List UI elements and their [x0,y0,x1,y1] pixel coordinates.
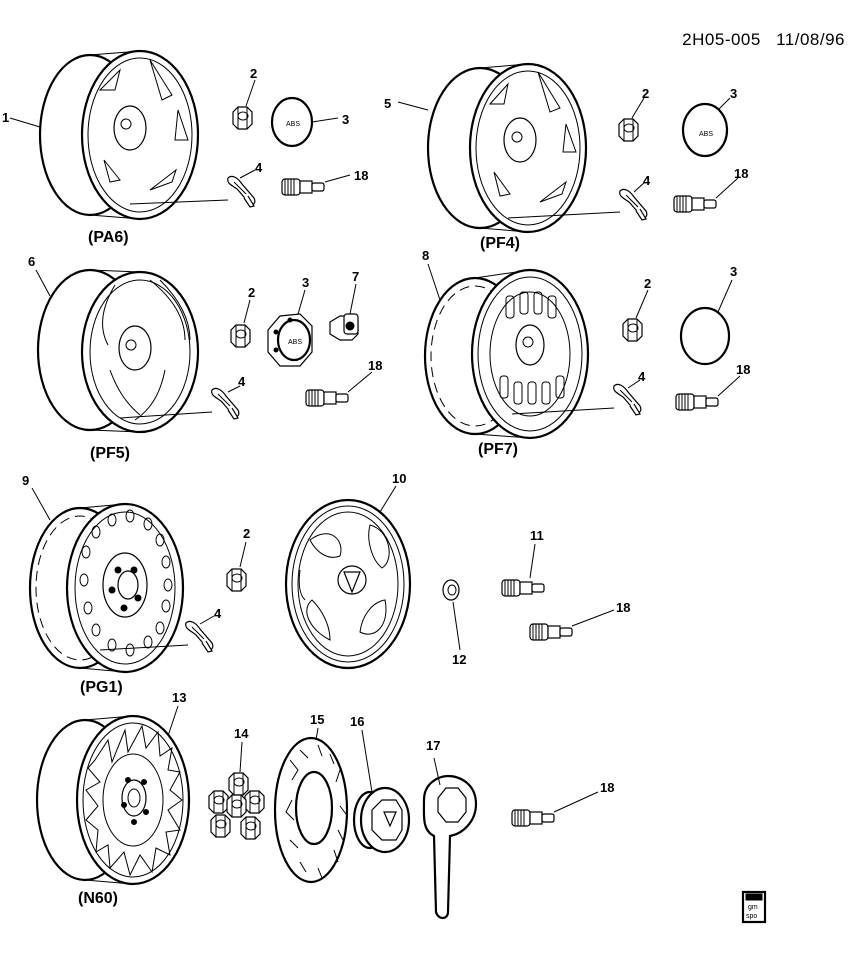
lug-nut [230,324,251,348]
callout-18: 18 [616,600,630,615]
cap-label: ABS [286,121,300,128]
callout-2: 2 [644,276,651,291]
caption-pf7: (PF7) [478,441,518,458]
callout-18: 18 [368,358,382,373]
callout-15: 15 [310,712,324,727]
wheel-lock [329,313,359,341]
caption-pa6: (PA6) [88,229,129,246]
callout-4: 4 [214,606,222,621]
callout-3: 3 [342,112,349,127]
callout-17: 17 [426,738,440,753]
callout-4: 4 [238,374,246,389]
callout-18: 18 [736,362,750,377]
callout-2: 2 [248,285,255,300]
callout-4: 4 [255,160,263,175]
callout-3: 3 [730,264,737,279]
svg-text:gm: gm [748,904,758,911]
wheel-cover [284,498,412,670]
callout-11: 11 [530,528,544,543]
diagram-code: 2H05-005 [682,30,761,49]
balance-weight [227,175,256,208]
cap-label: ABS [288,339,302,346]
caption-pf5: (PF5) [90,445,130,462]
gm-spo-logo: gm spo [741,890,767,924]
trim-ring [273,736,349,884]
callout-16: 16 [350,714,364,729]
center-cap: ABS [270,96,314,148]
balance-weight [613,383,642,416]
balance-weight [619,188,648,221]
callout-12: 12 [452,652,466,667]
callout-3: 3 [730,86,737,101]
lug-nut [226,568,247,592]
cover-nut [442,579,460,601]
diagram-date: 11/08/96 [776,30,845,49]
callout-4: 4 [638,369,646,384]
center-cap: ABS [681,102,729,158]
callout-18: 18 [354,168,368,183]
wheel-pf7 [423,268,590,440]
callout-1: 1 [2,110,9,125]
callout-18: 18 [600,780,614,795]
caption-pg1: (PG1) [80,679,123,696]
wheel-n60 [35,714,191,886]
callout-2: 2 [243,526,250,541]
callout-2: 2 [250,66,257,81]
callout-8: 8 [422,248,429,263]
caption-n60: (N60) [78,890,118,907]
wheel-pf4 [426,62,588,234]
balance-weight [211,387,240,420]
balance-weight [185,620,214,653]
valve-stem [281,178,325,196]
callout-3: 3 [302,275,309,290]
callout-4: 4 [643,173,651,188]
wheel-pf5 [36,268,200,434]
caption-pf4: (PF4) [480,235,520,252]
svg-text:spo: spo [746,913,757,920]
callout-6: 6 [28,254,35,269]
lug-nut [232,106,253,130]
lug-wrench [422,774,478,920]
diagram-header: 2H05-005 11/08/96 [672,30,845,50]
cap-label: ABS [699,131,713,138]
lug-nut-set [208,772,265,840]
lug-nut [618,118,639,142]
valve-stem [675,393,719,411]
wheel-pa6 [38,49,200,221]
valve-stem [673,195,717,213]
callout-5: 5 [384,96,391,111]
callout-9: 9 [22,473,29,488]
wheel-pg1 [28,502,185,674]
callout-18: 18 [734,166,748,181]
lug-nut [622,318,643,342]
callout-13: 13 [172,690,186,705]
callout-14: 14 [234,726,249,741]
valve-stem [529,623,573,641]
valve-stem [305,389,349,407]
center-cap [679,306,731,366]
hub-cap [352,786,411,854]
valve-stem [501,579,545,597]
callout-10: 10 [392,471,406,486]
callout-2: 2 [642,86,649,101]
center-cap: ABS [267,313,313,367]
leader-1 [9,117,41,128]
valve-stem [511,809,555,827]
callout-7: 7 [352,269,359,284]
